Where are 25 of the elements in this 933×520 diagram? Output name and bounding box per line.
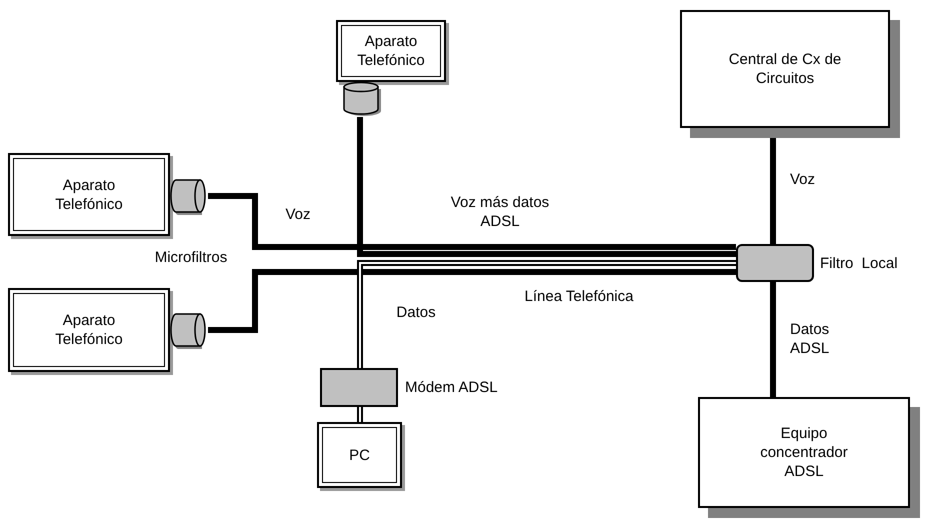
telephone-box [336,20,446,82]
node-label: Equipo concentrador ADSL [759,424,849,481]
node-label: Aparato Telefónico [356,32,426,70]
text-label: Datos [395,303,437,322]
telephone-box [8,288,170,372]
line [357,117,736,257]
node-label: Aparato Telefónico [54,311,124,349]
double-line [357,260,736,368]
filter-box [736,244,814,282]
pc-box [317,422,402,488]
telephone-box [8,153,170,236]
text-label: Voz más datos ADSL [450,193,550,231]
line [208,269,736,333]
text-label: Línea Telefónica [524,287,634,306]
modem-box [320,368,398,407]
text-label: Voz [284,205,312,224]
line [208,193,736,250]
node-caption: Módem ADSL [405,378,498,397]
line [770,282,776,397]
node-caption: Filtro Local [820,254,898,273]
node-label: PC [349,446,370,464]
double-line [357,407,363,422]
text-label: Microfiltros [154,248,228,267]
node-label: Aparato Telefónico [54,176,124,214]
node-label: Central de Cx de Circuitos [728,50,842,88]
